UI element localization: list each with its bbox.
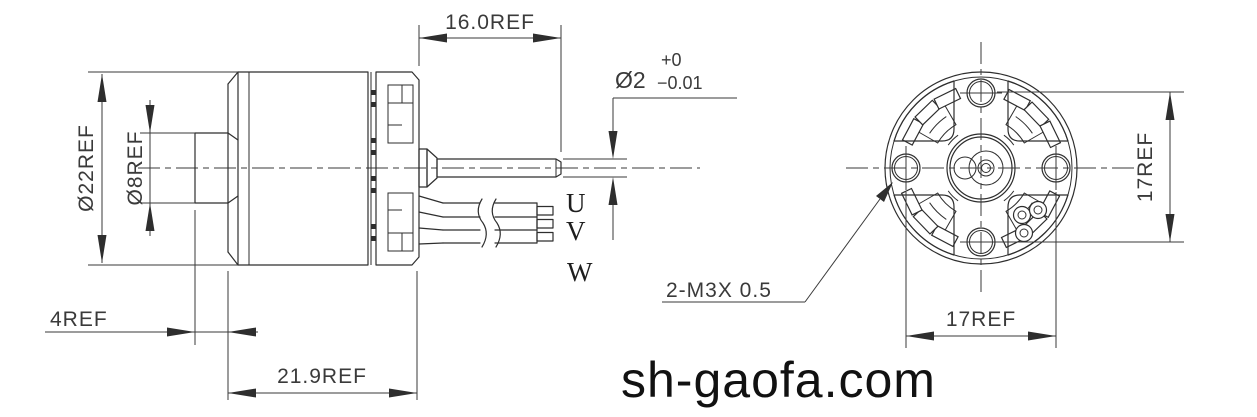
dim-label-tolerance-minus: −0.01 [657,73,703,93]
thread-callout-leader: 2-M3X 0.5 [662,182,893,303]
dimension-boss-diameter: Ø8REF [124,100,195,236]
dim-label-shaft-length: 16.0REF [445,11,535,34]
motor-bell-housing [227,71,369,266]
connector-pin [536,231,554,242]
wire-break-line [491,198,501,248]
wire-terminals [1012,200,1048,243]
wire-label-u: U [566,188,586,218]
connector-pin [536,218,554,229]
shaft [418,148,562,188]
dimension-body-length: 21.9REF [228,271,418,400]
connector-pin [536,205,554,216]
dim-label-tolerance-plus: +0 [661,50,682,70]
dimension-body-diameter: Ø22REF [75,71,238,266]
dim-label-boss-length: 4REF [50,308,108,331]
side-view: U V W Ø22REF Ø8REF [45,11,737,400]
front-bearing-boss [194,132,229,204]
dim-label-boss-diameter: Ø8REF [124,130,147,205]
dim-label-hole-span-vertical: 17REF [1134,132,1157,202]
dim-label-shaft-diameter: Ø2 [615,67,646,93]
dimension-shaft-diameter: Ø2 +0 −0.01 [563,50,737,240]
vent-slots [371,90,376,241]
wire-label-v: V [566,216,586,246]
rear-mount [370,71,420,266]
dimension-shaft-length: 16.0REF [418,11,562,152]
motor-wires: U V W [418,188,593,287]
thread-callout-label: 2-M3X 0.5 [666,279,772,302]
dim-label-hole-span-horizontal: 17REF [946,308,1016,331]
dimension-hole-span-vertical: 17REF [997,91,1184,243]
front-centerlines [846,42,1136,296]
watermark-text: sh-gaofa.com [621,352,936,408]
dim-label-body-length: 21.9REF [277,365,367,388]
dimension-hole-span-horizontal: 17REF [905,192,1057,348]
front-view: 2-M3X 0.5 17REF 17REF [662,42,1184,348]
wire-label-w: W [567,257,593,287]
dim-label-body-diameter: Ø22REF [75,124,98,212]
wire-break-line [477,198,487,248]
dimension-boss-length: 4REF [45,210,258,400]
